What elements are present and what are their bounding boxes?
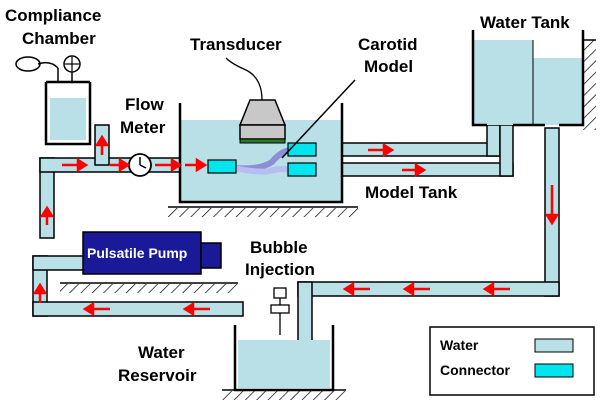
bubble-injection-label-1: Bubble	[250, 238, 308, 257]
gauge-icon	[63, 55, 81, 73]
valve-icon	[270, 287, 290, 335]
transducer	[225, 57, 287, 144]
model-tank-label: Model Tank	[365, 183, 458, 202]
water-tank-label: Water Tank	[480, 13, 570, 32]
bubble-injection-label-2: Injection	[245, 260, 315, 279]
flow-meter-icon	[128, 153, 152, 177]
legend-connector-label: Connector	[440, 362, 511, 378]
legend: Water Connector	[429, 326, 595, 396]
pulsatile-pump	[82, 231, 222, 275]
transducer-label: Transducer	[190, 35, 282, 54]
carotid-pointer	[281, 79, 356, 159]
pulsatile-pump-label: Pulsatile Pump	[87, 245, 187, 261]
water-reservoir-label-1: Water	[138, 343, 185, 362]
flow-meter-label-1: Flow	[125, 95, 164, 114]
compliance-chamber	[44, 68, 92, 146]
legend-connector-swatch	[534, 363, 574, 378]
carotid-label-1: Carotid	[358, 35, 418, 54]
arrow-icon	[32, 134, 560, 317]
carotid-label-2: Model	[364, 57, 413, 76]
carotid-model	[233, 147, 291, 175]
legend-water-swatch	[534, 338, 574, 353]
water-reservoir-label-2: Reservoir	[118, 366, 197, 385]
water-tank	[471, 30, 596, 130]
compliance-chamber-label-1: Compliance	[5, 6, 101, 25]
compliance-chamber-label-2: Chamber	[22, 29, 96, 48]
water-reservoir	[233, 325, 335, 392]
legend-water-label: Water	[440, 337, 479, 353]
bulb-icon	[15, 56, 59, 72]
flow-meter-label-2: Meter	[120, 118, 166, 137]
connector	[207, 142, 317, 177]
